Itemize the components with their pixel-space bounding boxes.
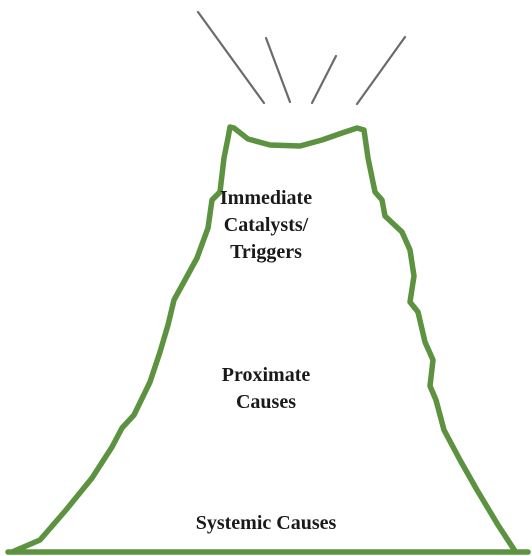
eruption-rays [198,12,405,104]
eruption-ray-1 [198,12,264,103]
layer-label-systemic-causes: Systemic Causes [0,510,532,537]
eruption-ray-2 [266,38,290,102]
layer-label-immediate-catalysts-triggers: Immediate Catalysts/ Triggers [0,185,532,266]
eruption-ray-4 [357,37,405,104]
layer-label-proximate-causes: Proximate Causes [0,362,532,416]
eruption-ray-3 [312,56,336,103]
